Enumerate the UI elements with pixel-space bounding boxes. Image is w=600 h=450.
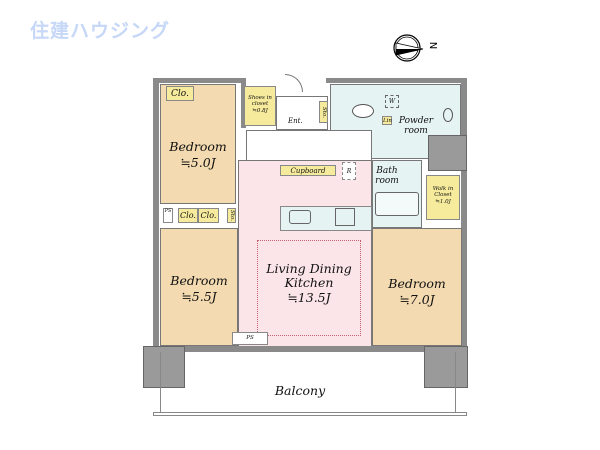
compass-icon <box>393 31 427 65</box>
shoes-closet-size: ≒0.8J <box>252 107 268 114</box>
structural-column <box>428 135 467 171</box>
hallway <box>246 130 372 162</box>
closet-2: Clo. <box>198 208 219 223</box>
ldk-size: ≒13.5J <box>287 289 331 305</box>
stove-icon <box>335 208 355 226</box>
closet-label: Clo. <box>166 86 194 101</box>
bedroom-a-size: ≒5.0J <box>180 155 216 170</box>
sink-icon <box>443 108 453 122</box>
wic-size: ≒1.0J <box>435 198 451 205</box>
bath-room-label: Bath room <box>372 166 402 187</box>
bedroom-a-name: Bedroom <box>169 139 227 154</box>
bedroom-7-0j <box>372 228 462 346</box>
wic-line2: Closet <box>434 192 452 199</box>
pipe-space-balcony: PS <box>232 332 268 345</box>
exterior-wall-right <box>461 78 467 350</box>
bedroom-b-size: ≒5.5J <box>181 289 217 304</box>
entrance-label: Ent. <box>288 117 303 125</box>
cupboard: Cupboard <box>280 165 336 176</box>
entrance-door <box>285 74 303 92</box>
pipe-space-left: PS <box>163 208 173 223</box>
exterior-wall-top-left <box>153 78 241 83</box>
kitchen-sink-icon <box>289 210 311 224</box>
bedroom-5-0j <box>160 84 236 204</box>
toilet-icon <box>352 104 374 118</box>
brand-logo: 住建ハウジング <box>30 20 171 42</box>
shoes-closet-line2: closet <box>251 101 269 108</box>
wic-line1: Walk in <box>432 186 454 192</box>
powder-room-label: Powder room <box>396 116 436 137</box>
balcony-railing <box>153 412 467 416</box>
ldk-name-line1: Living Dining <box>266 261 352 276</box>
bathtub-icon <box>375 192 419 216</box>
walk-in-closet: Walk in Closet ≒1.0J <box>426 175 460 220</box>
closet-1: Clo. <box>178 208 198 223</box>
balcony-label: Balcony <box>274 383 326 398</box>
powder-line2: room <box>404 126 428 137</box>
corner-column-right <box>424 346 468 388</box>
bedroom-b-name: Bedroom <box>170 273 228 288</box>
interior-wall <box>241 78 246 128</box>
entrance-storage: Sto. <box>319 101 328 123</box>
shoes-closet-line1: Shoes in <box>248 95 272 101</box>
ldk-label: Living Dining Kitchen ≒13.5J <box>255 261 363 305</box>
bedroom-5-5j <box>160 228 238 346</box>
bedroom-c-size: ≒7.0J <box>399 292 435 307</box>
washer-space: W <box>385 95 399 108</box>
powder-line1: Powder <box>398 116 434 126</box>
exterior-wall-bottom <box>153 346 467 352</box>
bath-line2: room <box>375 176 399 187</box>
linen-storage: Lin <box>382 116 392 125</box>
ldk-name-line2: Kitchen <box>284 275 334 291</box>
compass-north-label: N <box>427 41 439 50</box>
exterior-wall-top-right <box>326 78 467 83</box>
exterior-wall-left <box>153 78 159 350</box>
storage-left: Sto. <box>227 208 236 223</box>
bath-line1: Bath <box>376 166 398 176</box>
balcony <box>160 352 456 412</box>
shoes-closet: Shoes in closet ≒0.8J <box>244 86 276 126</box>
ldk-area-marker <box>257 240 361 336</box>
bedroom-c-name: Bedroom <box>388 276 446 291</box>
refrigerator-space: R <box>342 162 356 180</box>
corner-column-left <box>143 346 185 388</box>
